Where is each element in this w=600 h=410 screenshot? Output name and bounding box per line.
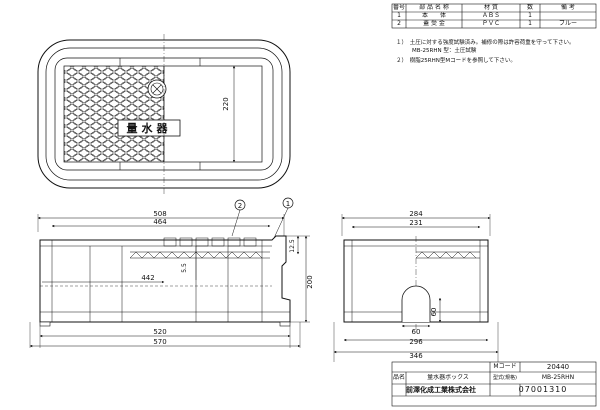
dim-570: 570 (153, 338, 166, 346)
table-row-2-remarks: ブルー (558, 20, 577, 27)
note-1: １） 土圧に対する強度試験済み。補修の際は許容荷重を守って下さい。 (396, 40, 575, 46)
note-2: ２） 樹脂25RHN型Mコードを参照して下さい。 (396, 58, 516, 64)
dim-60-height: 60 (430, 308, 438, 317)
table-row-2-name: 蓋 受 金 (423, 20, 445, 27)
top-view: 量水器 220 (37, 34, 291, 194)
lid-label: 量水器 (127, 121, 172, 135)
mcode-value: 20440 (546, 363, 570, 371)
table-row-2-qty: 1 (528, 20, 532, 27)
dim-60-width: 60 (412, 328, 421, 336)
dim-220: 220 (222, 97, 230, 110)
document-number: 07001310 (518, 386, 568, 394)
model-value: MB-25RHN (541, 374, 575, 381)
balloon-1-label: 1 (286, 200, 290, 208)
dim-520: 520 (153, 328, 166, 336)
front-view: 508 464 (29, 197, 314, 348)
table-row-1-qty: 1 (528, 12, 532, 19)
dim-12-5: 12.5 (289, 239, 296, 253)
dim-296: 296 (409, 338, 423, 346)
lid-label-box (117, 119, 181, 137)
mcode-label: Mコード (493, 363, 517, 370)
side-view: 284 231 60 60 296 346 (333, 210, 499, 362)
pipe-notch (401, 285, 431, 322)
note-1-detail: MB-25RHN 型：土圧試験 (412, 48, 477, 54)
parts-table-grid (391, 3, 597, 29)
dim-464: 464 (153, 218, 167, 226)
dim-346: 346 (409, 352, 423, 360)
dim-508: 508 (153, 210, 166, 218)
table-row-1-name: 本 体 (421, 12, 446, 19)
table-row-2-no: 2 (397, 20, 401, 27)
dim-442: 442 (141, 274, 154, 282)
dim-5-5: 5.5 (181, 263, 188, 273)
name-label: 品名 (392, 374, 405, 381)
name-value: 量水器ボックス (427, 374, 469, 381)
table-header-material: 材 質 (484, 4, 498, 11)
balloon-2-label: 2 (238, 202, 242, 210)
lid-hex-pattern (63, 65, 165, 163)
title-block-grid (391, 361, 597, 407)
table-header-no: 番号 (392, 4, 405, 11)
model-label: 型式(規格) (493, 375, 517, 381)
table-row-2-material: ＰＶＣ (481, 20, 500, 27)
table-header-name: 部 品 名 称 (419, 4, 449, 11)
table-header-remarks: 備 考 (561, 4, 575, 11)
dim-284: 284 (409, 210, 423, 218)
dim-200: 200 (306, 275, 314, 288)
table-row-1-material: ＡＢＳ (481, 12, 500, 19)
table-header-qty: 数 (526, 4, 533, 11)
table-row-1-no: 1 (397, 12, 401, 19)
company-name: 前澤化成工業株式会社 (406, 386, 476, 394)
dim-231: 231 (409, 219, 422, 227)
